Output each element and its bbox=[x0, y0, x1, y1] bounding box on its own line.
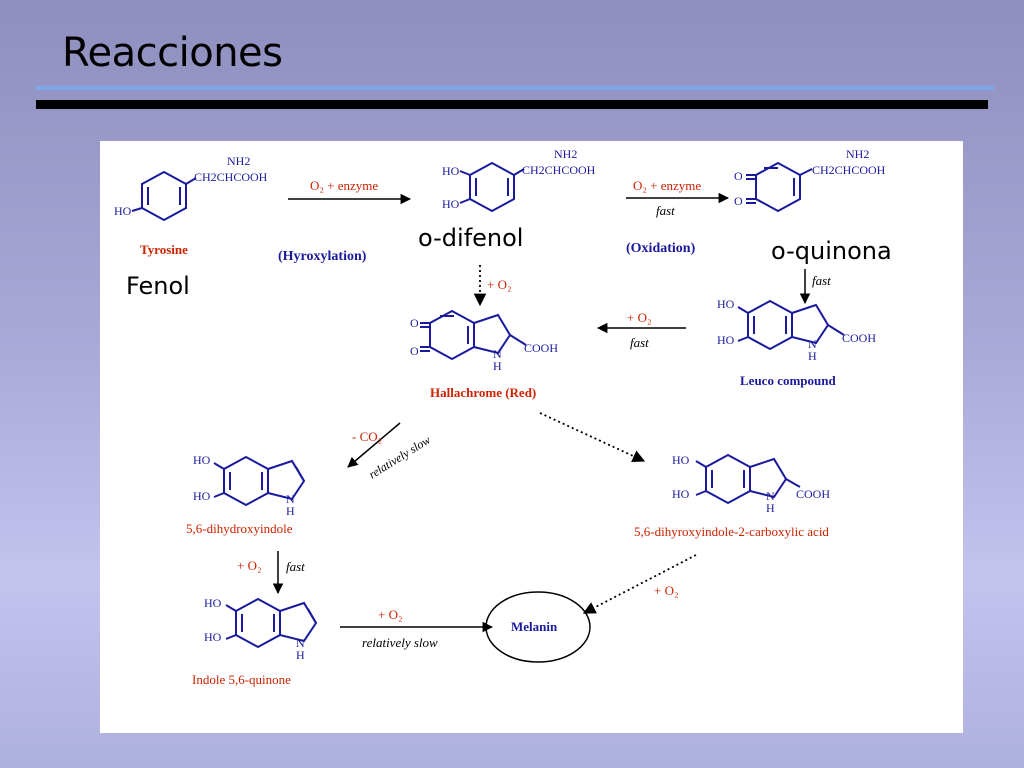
dhi-ho-1: HO bbox=[193, 453, 211, 467]
dopa-ho-2: HO bbox=[442, 197, 460, 211]
dopaquinone-o-1: O bbox=[734, 169, 743, 183]
tyrosine-ho: HO bbox=[114, 204, 132, 218]
r5-reagent: + O₂ bbox=[487, 277, 512, 292]
indole-quinone-structure bbox=[225, 597, 318, 649]
r2-name: (Oxidation) bbox=[626, 241, 696, 256]
leuco-ho-2: HO bbox=[717, 333, 735, 347]
dhica-h: H bbox=[766, 501, 775, 515]
dhi-n: N bbox=[286, 492, 295, 506]
tyrosine-structure bbox=[131, 170, 197, 222]
r3-condition: fast bbox=[812, 273, 831, 288]
r7-condition: fast bbox=[286, 559, 305, 574]
dopa-nh2: NH2 bbox=[554, 147, 577, 161]
annotation-fenol: Fenol bbox=[126, 272, 190, 300]
dhi-structure bbox=[213, 455, 306, 507]
dopa-structure bbox=[459, 161, 525, 213]
melanin-ellipse bbox=[485, 591, 591, 663]
r1-name: (Hyroxylation) bbox=[278, 249, 367, 264]
quinone-ho-1: HO bbox=[204, 596, 222, 610]
quinone-ho-2: HO bbox=[204, 630, 222, 644]
leuco-label: Leuco compound bbox=[740, 373, 836, 388]
r1-reagent: O₂ + enzyme bbox=[310, 178, 378, 193]
reaction-diagram-panel: NH2 CH2CHCOOH HO Tyrosine O₂ + enzyme (H… bbox=[100, 141, 963, 733]
dhica-ho-1: HO bbox=[672, 453, 690, 467]
annotation-o-quinona: o-quinona bbox=[771, 237, 892, 265]
leuco-h: H bbox=[808, 349, 817, 363]
hallachrome-label: Hallachrome (Red) bbox=[430, 385, 536, 400]
dhi-h: H bbox=[286, 504, 295, 518]
tyrosine-nh2: NH2 bbox=[227, 154, 250, 168]
hallachrome-o-2: O bbox=[410, 344, 419, 358]
dhica-n: N bbox=[766, 489, 775, 503]
dopaquinone-o-2: O bbox=[734, 194, 743, 208]
dopa-side-chain: CH2CHCOOH bbox=[522, 163, 596, 177]
dhica-ho-2: HO bbox=[672, 487, 690, 501]
dopa-ho-1: HO bbox=[442, 164, 460, 178]
hallachrome-o-1: O bbox=[410, 316, 419, 330]
slide-title: Reacciones bbox=[62, 30, 283, 76]
dopaquinone-side-chain: CH2CHCOOH bbox=[812, 163, 886, 177]
r8-reagent: + O₂ bbox=[378, 607, 403, 622]
quinone-n: N bbox=[296, 636, 305, 650]
dhica-structure bbox=[695, 453, 801, 505]
tyrosine-label: Tyrosine bbox=[140, 242, 188, 257]
leuco-structure bbox=[737, 299, 845, 351]
dhi-label: 5,6-dihydroxyindole bbox=[186, 521, 293, 536]
melanin-pathway-diagram: NH2 CH2CHCOOH HO Tyrosine O₂ + enzyme (H… bbox=[114, 147, 886, 687]
hallachrome-cooh: COOH bbox=[524, 341, 558, 355]
tyrosine-side-chain: CH2CHCOOH bbox=[194, 170, 268, 184]
r2-condition: fast bbox=[656, 203, 675, 218]
r4-condition: fast bbox=[630, 335, 649, 350]
dhica-label: 5,6-dihyroxyindole-2-carboxylic acid bbox=[634, 524, 829, 539]
quinone-h: H bbox=[296, 648, 305, 662]
dopaquinone-structure bbox=[746, 161, 813, 213]
melanin-label: Melanin bbox=[511, 619, 558, 634]
r6-reagent: - CO₂ bbox=[352, 429, 382, 444]
r2-reagent: O₂ + enzyme bbox=[633, 178, 701, 193]
arrow-dhica-to-melanin bbox=[582, 554, 697, 614]
hallachrome-n: N bbox=[493, 347, 502, 361]
annotation-o-difenol: o-difenol bbox=[418, 224, 524, 252]
hallachrome-h: H bbox=[493, 359, 502, 373]
r9-reagent: + O₂ bbox=[654, 583, 679, 598]
hallachrome-structure bbox=[420, 309, 527, 361]
r8-condition: relatively slow bbox=[362, 635, 438, 650]
quinone-label: Indole 5,6-quinone bbox=[192, 672, 291, 687]
leuco-ho-1: HO bbox=[717, 297, 735, 311]
r7-reagent: + O₂ bbox=[237, 558, 262, 573]
dopaquinone-nh2: NH2 bbox=[846, 147, 869, 161]
dhi-ho-2: HO bbox=[193, 489, 211, 503]
dhica-cooh: COOH bbox=[796, 487, 830, 501]
title-underline-thick bbox=[36, 100, 988, 109]
arrow-decarboxylation bbox=[347, 422, 401, 468]
leuco-cooh: COOH bbox=[842, 331, 876, 345]
r4-reagent: + O₂ bbox=[627, 310, 652, 325]
leuco-n: N bbox=[808, 337, 817, 351]
title-underline-thin bbox=[36, 86, 994, 90]
arrow-hallachrome-to-dhica bbox=[539, 412, 646, 462]
